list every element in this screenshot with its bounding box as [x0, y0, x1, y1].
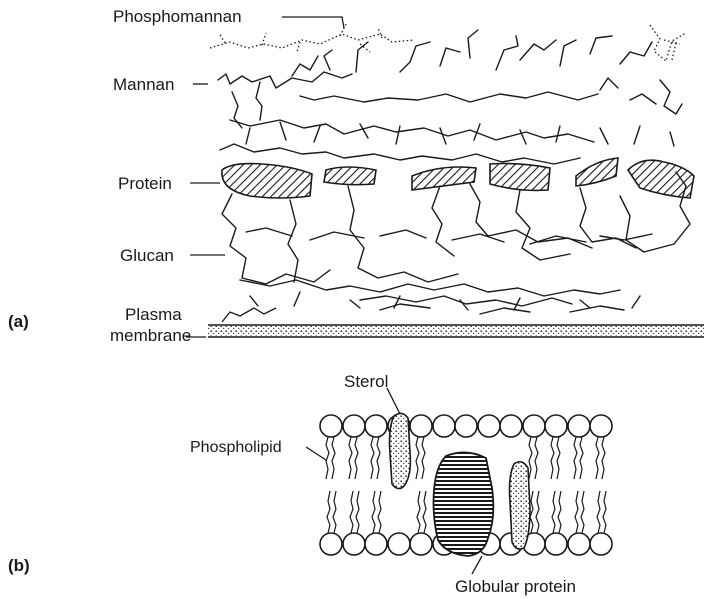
lipid-tail-bottom: [356, 491, 359, 533]
lipid-tail-bottom: [558, 491, 561, 533]
globular-protein: [434, 452, 494, 556]
protein-block-5: [576, 158, 618, 186]
phosphomannan-layer: [210, 24, 686, 61]
lipid-tail-top: [349, 437, 352, 479]
lipid-tail-bottom: [581, 491, 584, 533]
phospholipid-head-top: [410, 415, 432, 437]
phospholipid-head-top: [545, 415, 567, 437]
protein-block-3: [412, 167, 476, 190]
lipid-tail-top: [529, 437, 532, 479]
panel-b-tag: (b): [8, 557, 30, 574]
phospholipid-head-bottom: [410, 533, 432, 555]
phospholipid-head-bottom: [365, 533, 387, 555]
lipid-tail-bottom: [423, 491, 426, 533]
mannan-fibrils: [218, 30, 682, 164]
phospholipid-head-top: [343, 415, 365, 437]
lipid-tail-bottom: [417, 491, 420, 533]
phospholipid-head-top: [365, 415, 387, 437]
label-plasma: Plasma: [125, 306, 182, 323]
plasma-membrane-a: [208, 308, 704, 337]
label-membrane: membrane: [110, 327, 191, 344]
lipid-tail-top: [422, 437, 425, 479]
lipid-tail-top: [596, 437, 599, 479]
lipid-tail-bottom: [350, 491, 353, 533]
label-glucan: Glucan: [120, 247, 174, 264]
protein-block-2: [324, 167, 376, 185]
phospholipid-head-bottom: [320, 533, 342, 555]
lipid-tail-bottom: [327, 491, 330, 533]
phospholipid-head-top: [433, 415, 455, 437]
lipid-tail-top: [580, 437, 583, 479]
label-globular-protein: Globular protein: [455, 578, 576, 595]
phospholipid-head-bottom: [545, 533, 567, 555]
lipid-tail-top: [355, 437, 358, 479]
phospholipid-head-bottom: [568, 533, 590, 555]
label-sterol: Sterol: [344, 373, 388, 390]
lipid-tail-top: [557, 437, 560, 479]
panel-a-tag: (a): [8, 313, 29, 330]
lipid-tail-top: [535, 437, 538, 479]
protein-block-4: [490, 164, 550, 191]
lipid-tail-bottom: [333, 491, 336, 533]
label-phosphomannan: Phosphomannan: [113, 8, 242, 25]
phospholipid-head-bottom: [388, 533, 410, 555]
protein-block-1: [222, 164, 312, 198]
lipid-tail-top: [371, 437, 374, 479]
lipid-tail-bottom: [597, 491, 600, 533]
protein-layer: [222, 158, 694, 198]
lipid-tail-bottom: [552, 491, 555, 533]
phospholipid-head-bottom: [343, 533, 365, 555]
lipid-tail-bottom: [603, 491, 606, 533]
lipid-tail-bottom: [372, 491, 375, 533]
sterol-molecule: [390, 413, 411, 488]
phospholipid-head-top: [478, 415, 500, 437]
phospholipid-head-top: [590, 415, 612, 437]
lipid-tail-top: [416, 437, 419, 479]
lipid-tail-top: [602, 437, 605, 479]
lipid-tail-top: [551, 437, 554, 479]
phospholipid-head-top: [455, 415, 477, 437]
label-protein: Protein: [118, 175, 172, 192]
phospholipid-head-top: [320, 415, 342, 437]
lipid-tail-bottom: [536, 491, 539, 533]
lipid-tail-top: [574, 437, 577, 479]
phospholipid-head-top: [568, 415, 590, 437]
lipid-tail-top: [332, 437, 335, 479]
phospholipid-head-top: [523, 415, 545, 437]
label-phospholipid: Phospholipid: [190, 440, 282, 456]
small-protein: [510, 462, 531, 549]
phospholipid-head-bottom: [590, 533, 612, 555]
phospholipid-head-top: [500, 415, 522, 437]
label-mannan: Mannan: [113, 76, 174, 93]
lipid-tail-top: [377, 437, 380, 479]
lipid-tail-bottom: [378, 491, 381, 533]
lipid-tail-bottom: [575, 491, 578, 533]
lipid-tail-top: [326, 437, 329, 479]
